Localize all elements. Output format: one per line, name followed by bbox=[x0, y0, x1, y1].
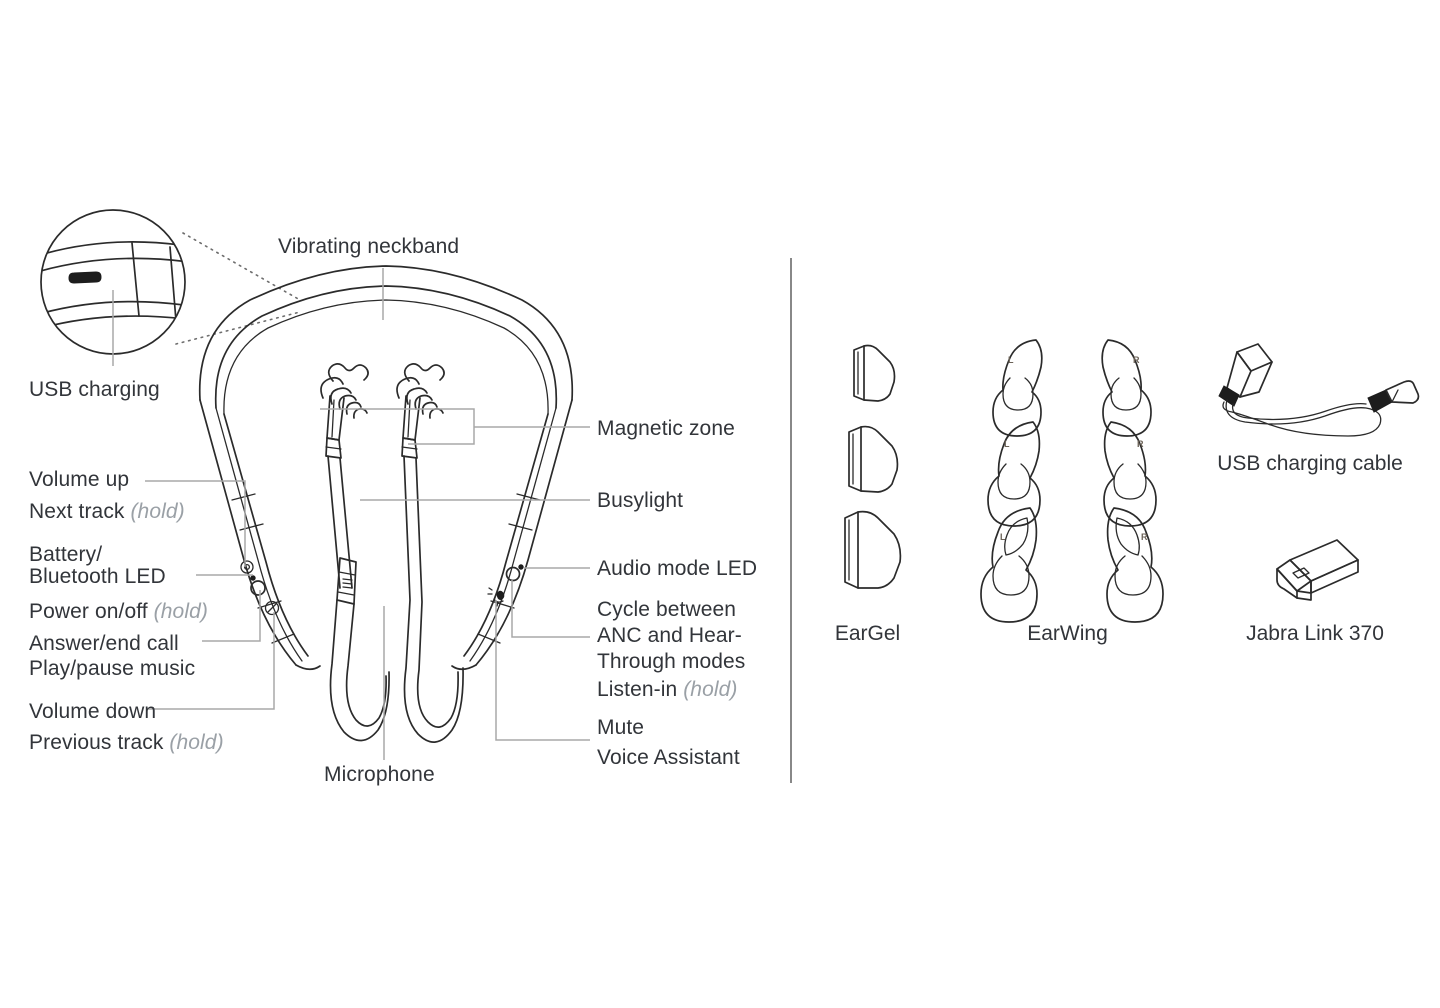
earwing-icon-large-left: L bbox=[980, 507, 1038, 623]
callout-vibrating-neckband-text: Vibrating neckband bbox=[278, 235, 460, 258]
callout-power-hold: (hold) bbox=[153, 600, 208, 623]
leader-lines-right bbox=[320, 408, 590, 760]
usb-charging-magnifier bbox=[40, 209, 186, 355]
earwing-icon-medium-right: R bbox=[1103, 421, 1157, 527]
accessory-label-earwing-text: EarWing bbox=[1027, 622, 1108, 645]
callout-anc-line1-text: Cycle between bbox=[597, 598, 737, 621]
volume-down-button[interactable] bbox=[264, 600, 280, 616]
callout-listen-in-hold: (hold) bbox=[683, 678, 738, 701]
callout-battery-line1-text: Battery/ bbox=[29, 543, 103, 566]
svg-text:R: R bbox=[1137, 439, 1144, 449]
earwing-group: L R L R bbox=[980, 339, 1164, 623]
svg-text:L: L bbox=[1000, 532, 1006, 542]
callout-voice-assistant: Voice Assistant bbox=[597, 744, 740, 773]
callout-anc-cycle-line3: Through modes bbox=[597, 648, 745, 677]
callout-previous-track-text: Previous track bbox=[29, 731, 164, 754]
callout-battery-bluetooth-led-line1: Battery/ bbox=[29, 541, 102, 570]
earwing-icon-medium-left: L bbox=[987, 421, 1041, 527]
callout-answer-end-call: Answer/end call bbox=[29, 630, 179, 659]
earwing-icon-small-right: R bbox=[1101, 339, 1152, 437]
svg-text:R: R bbox=[1133, 355, 1140, 365]
earbud-left bbox=[320, 363, 390, 742]
callout-usb-charging: USB charging bbox=[29, 376, 160, 405]
accessory-label-usb-charging-cable: USB charging cable bbox=[1185, 452, 1435, 476]
usb-dongle-icon bbox=[1276, 539, 1359, 601]
callout-next-track: Next track (hold) bbox=[29, 498, 185, 527]
svg-text:R: R bbox=[1141, 532, 1148, 542]
callout-busylight-text: Busylight bbox=[597, 489, 684, 512]
audio-mode-led bbox=[518, 564, 524, 570]
svg-text:L: L bbox=[1008, 355, 1014, 365]
callout-volume-up: Volume up bbox=[29, 466, 129, 495]
eargel-icon-large bbox=[844, 510, 902, 589]
usb-cable-icon bbox=[1218, 343, 1420, 437]
callout-busylight: Busylight bbox=[597, 487, 683, 516]
accessory-label-eargel: EarGel bbox=[790, 622, 945, 646]
accessory-label-eargel-text: EarGel bbox=[834, 622, 901, 645]
anc-cycle-button[interactable] bbox=[505, 566, 521, 582]
callout-mute-text: Mute bbox=[597, 716, 645, 739]
callout-battery-line2-text: Bluetooth LED bbox=[29, 565, 166, 588]
callout-next-track-text: Next track bbox=[29, 500, 125, 523]
callout-anc-cycle-line2: ANC and Hear- bbox=[597, 622, 742, 651]
earbud-right bbox=[396, 363, 464, 743]
mute-voice-assistant-button[interactable] bbox=[487, 587, 505, 607]
callout-volume-down: Volume down bbox=[29, 698, 156, 727]
callout-microphone: Microphone bbox=[324, 761, 435, 790]
eargel-group bbox=[844, 344, 902, 589]
callout-listen-in: Listen-in (hold) bbox=[597, 676, 738, 705]
callout-vibrating-neckband: Vibrating neckband bbox=[278, 233, 459, 262]
power-multifunction-button[interactable] bbox=[250, 580, 266, 596]
callout-play-pause-music: Play/pause music bbox=[29, 655, 195, 684]
accessory-label-jabra-link-text: Jabra Link 370 bbox=[1246, 622, 1384, 645]
accessory-label-jabra-link-370: Jabra Link 370 bbox=[1195, 622, 1435, 646]
callout-voice-assistant-text: Voice Assistant bbox=[597, 746, 740, 769]
neckband-outline bbox=[198, 265, 574, 671]
callout-mute: Mute bbox=[597, 714, 644, 743]
callout-audio-mode-led: Audio mode LED bbox=[597, 555, 757, 584]
callout-audio-mode-led-text: Audio mode LED bbox=[597, 557, 758, 580]
callout-microphone-text: Microphone bbox=[324, 763, 435, 786]
eargel-icon-small bbox=[853, 344, 896, 402]
battery-bluetooth-led bbox=[250, 575, 256, 581]
accessory-label-usb-cable-text: USB charging cable bbox=[1217, 452, 1403, 475]
callout-power-on-off: Power on/off (hold) bbox=[29, 598, 208, 627]
callout-magnetic-zone: Magnetic zone bbox=[597, 415, 735, 444]
magnifier-connector-lines bbox=[175, 232, 301, 345]
right-arm-controls bbox=[487, 564, 524, 607]
callout-previous-track: Previous track (hold) bbox=[29, 729, 224, 758]
callout-usb-charging-text: USB charging bbox=[29, 378, 160, 401]
left-arm-controls bbox=[240, 560, 280, 616]
callout-volume-up-text: Volume up bbox=[29, 468, 130, 491]
earwing-icon-large-right: R bbox=[1106, 507, 1164, 623]
callout-battery-bluetooth-led-line2: Bluetooth LED bbox=[29, 563, 166, 592]
callout-anc-cycle-line1: Cycle between bbox=[597, 596, 736, 625]
callout-anc-line3-text: Through modes bbox=[597, 650, 746, 673]
accessory-label-earwing: EarWing bbox=[990, 622, 1145, 646]
callout-play-pause-text: Play/pause music bbox=[29, 657, 196, 680]
callout-listen-in-text: Listen-in bbox=[597, 678, 678, 701]
callout-next-track-hold: (hold) bbox=[130, 500, 185, 523]
eargel-icon-medium bbox=[848, 425, 899, 493]
callout-magnetic-zone-text: Magnetic zone bbox=[597, 417, 735, 440]
leader-lines-left bbox=[112, 268, 384, 710]
svg-text:L: L bbox=[1004, 439, 1010, 449]
callout-answer-text: Answer/end call bbox=[29, 632, 179, 655]
callout-previous-track-hold: (hold) bbox=[169, 731, 224, 754]
callout-volume-down-text: Volume down bbox=[29, 700, 157, 723]
earwing-icon-small-left: L bbox=[992, 339, 1043, 437]
callout-anc-line2-text: ANC and Hear- bbox=[597, 624, 742, 647]
callout-power-text: Power on/off bbox=[29, 600, 148, 623]
